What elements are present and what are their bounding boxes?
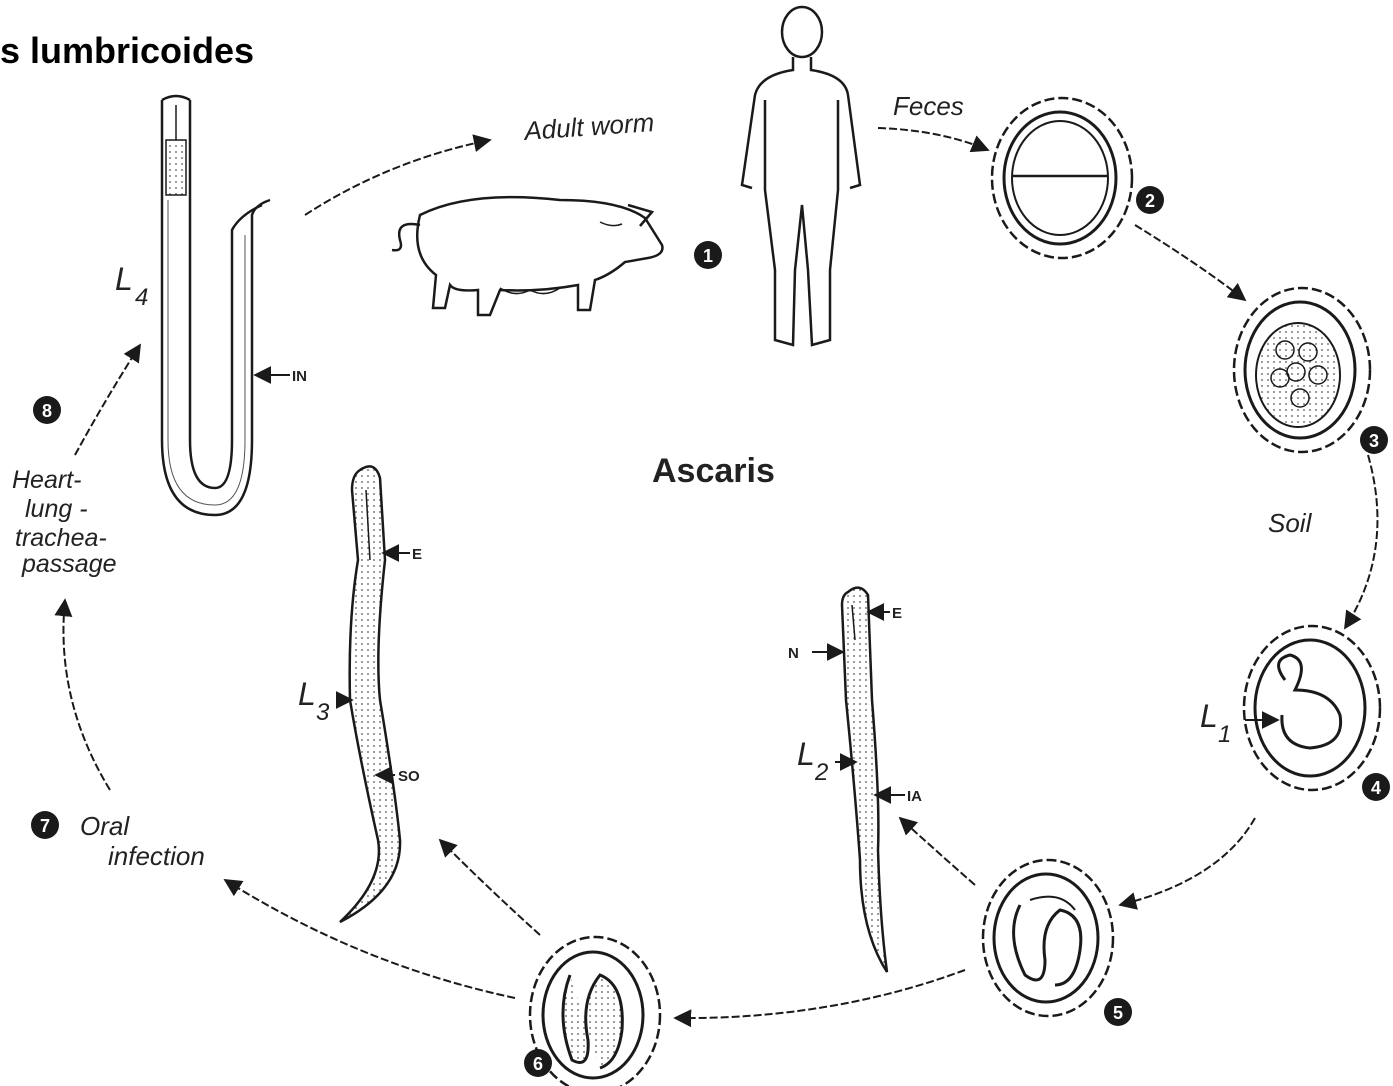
arrow-2-to-3 [1135, 225, 1245, 300]
heart-passage-line2: lung - [25, 495, 88, 523]
heart-passage-line4: passage [21, 550, 117, 578]
l4-larva [162, 96, 270, 515]
step-badge-6: 6 [524, 1049, 552, 1077]
l2-larva [842, 588, 887, 972]
human-host [742, 7, 860, 345]
svg-text:L: L [797, 736, 815, 772]
svg-text:1: 1 [703, 246, 713, 266]
egg-stage-2 [992, 98, 1132, 258]
svg-text:3: 3 [1369, 431, 1379, 451]
step-badges: 1 2 3 4 5 6 7 8 [31, 186, 1390, 1077]
structure-label-n: N [788, 645, 799, 662]
feces-label: Feces [893, 91, 964, 121]
heart-passage-line3: trachea- [15, 524, 107, 552]
arrow-to-l4 [75, 345, 140, 455]
svg-text:L: L [115, 261, 133, 297]
step-badge-4: 4 [1362, 773, 1390, 801]
l2-label: L 2 [797, 736, 828, 786]
egg-stage-3 [1234, 288, 1370, 452]
svg-text:L: L [298, 676, 316, 712]
step-badge-7: 7 [31, 811, 59, 839]
step-badge-1: 1 [694, 241, 722, 269]
cycle-arrows [63, 128, 1377, 1018]
arrow-6-to-l3 [440, 840, 540, 935]
arrow-feces [878, 128, 988, 150]
oral-infection-line2: infection [108, 841, 205, 871]
center-label: Ascaris [652, 452, 775, 490]
egg-stage-5 [983, 860, 1113, 1016]
svg-text:6: 6 [533, 1054, 543, 1074]
svg-text:7: 7 [40, 816, 50, 836]
svg-text:3: 3 [316, 699, 330, 726]
svg-text:L: L [1200, 698, 1218, 734]
structure-label-in: IN [292, 368, 307, 385]
l1-label: L 1 [1200, 698, 1231, 748]
structure-label-e-l2: E [892, 605, 902, 622]
soil-label: Soil [1268, 508, 1313, 538]
egg-stage-4 [1244, 626, 1380, 790]
structure-label-e-l3: E [412, 546, 422, 563]
step-badge-3: 3 [1360, 426, 1388, 454]
svg-text:5: 5 [1113, 1003, 1123, 1023]
arrow-to-heart-passage [63, 600, 110, 790]
arrow-soil [1345, 455, 1377, 628]
pig-host [392, 197, 662, 315]
step-badge-5: 5 [1104, 998, 1132, 1026]
step-badge-8: 8 [33, 396, 61, 424]
arrow-5-to-6 [675, 970, 965, 1018]
svg-text:2: 2 [1145, 191, 1155, 211]
arrow-to-adult [305, 140, 490, 215]
svg-text:4: 4 [135, 284, 148, 311]
svg-text:1: 1 [1218, 721, 1231, 748]
structure-label-ia: IA [907, 788, 922, 805]
arrow-5-to-l2 [900, 818, 975, 885]
l3-larva [340, 466, 400, 922]
svg-text:2: 2 [814, 759, 828, 786]
l3-label: L 3 [298, 676, 330, 726]
structure-label-so: SO [398, 768, 420, 785]
arrow-4-to-5 [1120, 818, 1255, 905]
heart-passage-line1: Heart- [12, 466, 81, 494]
svg-text:8: 8 [42, 401, 52, 421]
oral-infection-line1: Oral [80, 811, 130, 841]
l4-label: L 4 [115, 261, 148, 311]
step-badge-2: 2 [1136, 186, 1164, 214]
svg-text:4: 4 [1371, 778, 1381, 798]
adult-worm-label: Adult worm [521, 107, 655, 146]
